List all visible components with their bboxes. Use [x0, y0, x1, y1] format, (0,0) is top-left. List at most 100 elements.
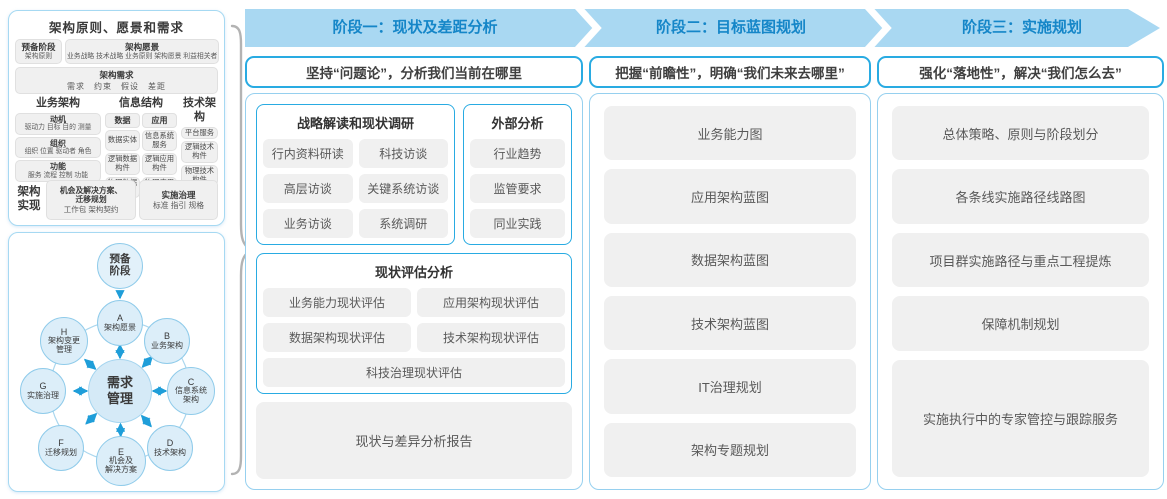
opportunity-migration-box: 机会及解决方案、 迁移规划 工作包 架构契约 [46, 180, 137, 220]
adm-node-c: C 信息系统 架构 [167, 367, 215, 415]
double-arrow-icon-h [83, 358, 97, 370]
adm-node-center: 需求 管理 [88, 359, 152, 423]
adm-node-f-letter: F [58, 438, 64, 449]
assessment-item: 应用架构现状评估 [417, 288, 565, 317]
logical-data-label: 逻辑数据构件 [107, 154, 138, 173]
phase2-item: 应用架构蓝图 [604, 169, 856, 224]
chevron-separator-icon-2 [864, 9, 892, 47]
function-title: 功能 [50, 162, 66, 172]
research-item: 行内资料研读 [263, 139, 353, 168]
technology-architecture-title: 技术架构 [183, 97, 216, 123]
phase2-header: 阶段二：目标蓝图规划 [655, 19, 806, 36]
realization-label: 架构 实现 [17, 186, 41, 212]
organization-title: 组织 [50, 138, 66, 148]
business-architecture-title: 业务架构 [36, 97, 80, 110]
architecture-content-panel: 架构原则、愿景和需求 预备阶段 架构原则 架构愿景 业务战略 技术战略 业务原则… [8, 10, 225, 226]
phase3-item: 项目群实施路径与重点工程提炼 [892, 232, 1149, 288]
logical-tech-box: 逻辑技术构件 [181, 141, 218, 163]
architecture-vision-sub: 业务战略 技术战略 业务原则 架构愿景 利益相关者 [67, 53, 218, 61]
strategy-research-grid: 行内资料研读 科技访谈 高层访谈 关键系统访谈 业务访谈 系统调研 [263, 139, 449, 238]
phase3-subtitle: 强化“落地性”，解决“我们怎么去” [877, 56, 1164, 88]
gap-analysis-report-box: 现状与差异分析报告 [256, 402, 572, 479]
phase1-header: 阶段一：现状及差距分析 [332, 19, 498, 36]
adm-node-a-label: 架构愿景 [104, 322, 136, 332]
arrow-band-shape [245, 9, 1160, 47]
assessment-title: 现状评估分析 [374, 265, 453, 280]
adm-node-d-label: 技术架构 [154, 447, 186, 457]
opportunity-migration-sub: 工作包 架构契约 [63, 205, 119, 215]
platform-service-box: 平台服务 [181, 126, 218, 140]
organization-sub: 组织 位置 驱动者 角色 [24, 148, 92, 156]
research-item: 业务访谈 [263, 209, 353, 238]
logical-data-box: 逻辑数据构件 [105, 153, 140, 175]
technology-architecture-column: 技术架构 平台服务 逻辑技术构件 物理技术构件 [181, 97, 218, 187]
adm-node-g: G 实施治理 [20, 368, 66, 414]
research-item: 科技访谈 [358, 139, 449, 168]
panel-title: 架构原则、愿景和需求 [48, 21, 184, 35]
external-item: 同业实践 [470, 209, 565, 238]
information-structure-column: 信息结构 数据 数据实体 逻辑数据构件 物理数据构件 应用 信息系统服务 逻辑应… [105, 97, 177, 199]
architecture-vision-title: 架构愿景 [125, 42, 160, 52]
implementation-governance-title: 实施治理 [161, 189, 196, 200]
adm-node-c-label: 信息系统 架构 [175, 386, 207, 405]
logical-app-box: 逻辑应用构件 [142, 153, 177, 175]
info-system-service-label: 信息系统服务 [144, 130, 175, 149]
assessment-item: 技术架构现状评估 [417, 323, 565, 352]
adm-node-c-letter: C [187, 377, 195, 387]
motivation-title: 动机 [50, 114, 66, 124]
platform-service-label: 平台服务 [184, 127, 215, 137]
function-sub: 服务 流程 控制 功能 [27, 171, 89, 179]
phase1-subtitle: 坚持“问题论”，分析我们当前在哪里 [245, 56, 583, 88]
phase3-item: 保障机制规划 [892, 296, 1149, 351]
phase2-item: 技术架构蓝图 [604, 295, 856, 351]
application-title: 应用 [142, 112, 177, 128]
phase-arrow-band [245, 9, 1160, 47]
adm-node-b: B 业务架构 [144, 318, 190, 364]
phase2-content-panel: 业务能力图 应用架构蓝图 数据架构蓝图 技术架构蓝图 IT治理规划 架构专题规划 [589, 93, 871, 490]
logical-app-label: 逻辑应用构件 [144, 154, 175, 173]
double-arrow-icon-f [85, 412, 98, 425]
research-item: 高层访谈 [263, 174, 353, 203]
assessment-box: 现状评估分析 业务能力现状评估 应用架构现状评估 数据架构现状评估 技术架构现状… [256, 253, 572, 394]
implementation-governance-box: 实施治理 标准 指引 规格 [139, 180, 218, 220]
phase3-header: 阶段三：实施规划 [961, 19, 1082, 36]
organization-box: 组织 组织 位置 驱动者 角色 [15, 136, 101, 159]
architecture-requirement-title: 架构需求 [99, 70, 134, 81]
phase2-item: 架构专题规划 [604, 422, 856, 477]
adm-node-d: D 技术架构 [147, 425, 193, 471]
double-arrow-icon-d [140, 414, 152, 428]
external-analysis-box: 外部分析 行业趋势 监管要求 同业实践 [463, 104, 572, 245]
adm-cycle-panel: 预备 阶段 A 架构愿景 B 业务架构 C 信息系统 架构 D 技术架构 E 机… [8, 232, 225, 492]
assessment-grid: 业务能力现状评估 应用架构现状评估 数据架构现状评估 技术架构现状评估 科技治理… [263, 288, 565, 387]
strategy-research-title: 战略解读和现状调研 [297, 116, 415, 131]
phase2-subtitle: 把握“前瞻性”，明确“我们未来去哪里” [589, 56, 871, 88]
architecture-requirement-sub: 需求 约束 假设 差距 [67, 81, 166, 91]
phase3-item: 总体策略、原则与阶段划分 [892, 106, 1149, 161]
research-item: 关键系统访谈 [358, 174, 449, 203]
motivation-sub: 驱动力 目标 目的 测量 [24, 124, 92, 132]
data-entity-label: 数据实体 [107, 135, 138, 145]
double-arrow-icon-b [141, 355, 154, 368]
prep-phase-sub: 架构原则 [24, 53, 53, 61]
architecture-columns: 业务架构 动机 驱动力 目标 目的 测量 组织 组织 位置 驱动者 角色 功能 … [15, 97, 218, 199]
phase1-top-row: 战略解读和现状调研 行内资料研读 科技访谈 高层访谈 关键系统访谈 业务访谈 系… [256, 104, 572, 245]
external-item: 行业趋势 [470, 139, 565, 168]
adm-node-d-letter: D [166, 438, 174, 449]
prep-phase-title: 预备阶段 [21, 42, 56, 52]
adm-node-a-letter: A [116, 313, 123, 324]
chevron-separator-icon-1 [574, 9, 602, 47]
phase2-item: IT治理规划 [604, 359, 856, 414]
phase3-item: 实施执行中的专家管控与跟踪服务 [892, 359, 1149, 477]
adm-node-a: A 架构愿景 [97, 300, 143, 346]
architecture-requirement-box: 架构需求 需求 约束 假设 差距 [15, 67, 218, 95]
adm-node-g-letter: G [39, 381, 47, 392]
adm-node-e-label: 机会及 解决方案 [105, 456, 137, 475]
prep-vision-row: 预备阶段 架构原则 架构愿景 业务战略 技术战略 业务原则 架构愿景 利益相关者 [15, 39, 220, 65]
adm-node-e: E 机会及 解决方案 [96, 436, 146, 486]
architecture-realization-row: 架构 实现 机会及解决方案、 迁移规划 工作包 架构契约 实施治理 标准 指引 … [15, 180, 218, 220]
data-title: 数据 [105, 112, 140, 128]
function-box: 功能 服务 流程 控制 功能 [15, 160, 101, 183]
adm-node-f-label: 迁移规划 [45, 447, 77, 457]
data-entity-box: 数据实体 [105, 129, 140, 152]
